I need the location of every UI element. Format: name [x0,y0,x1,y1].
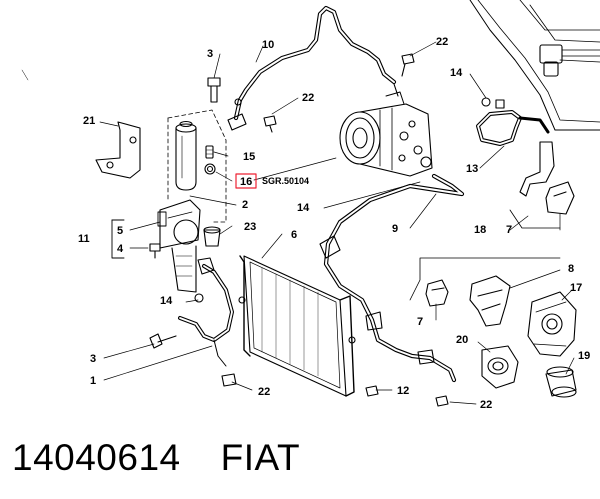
leader-lines [21,41,575,405]
callout-22-bottom-left: 22 [258,386,270,398]
bolt-12 [365,385,379,397]
cap-19 [545,366,577,398]
connector-17 [527,291,577,357]
callout-13: 13 [466,163,478,175]
rubber-sleeve [203,226,221,247]
bolt-bottom-left [149,333,177,349]
part-caption: 14040614 FIAT [12,437,300,479]
callout-7-right: 7 [506,224,512,236]
callout-3-top: 3 [207,48,213,60]
drier-o-ring [204,163,216,175]
callout-22-mid: 22 [302,92,314,104]
callout-4: 4 [117,243,124,255]
compressor [339,83,433,177]
callout-3-bottom: 3 [90,353,96,365]
callout-8: 8 [568,263,574,275]
bolt-top-left [207,77,221,103]
pipe-clamp-8 [469,275,511,327]
callout-20: 20 [456,334,468,346]
callout-9: 9 [392,223,398,235]
bolt-22-a [401,53,415,77]
clamp-bolt [149,243,161,259]
liquid-line-hose [178,257,234,367]
vehicle-body-outline [469,0,600,131]
reference-label: SGR.50104 [262,176,309,186]
callout-15: 15 [243,151,255,163]
part-number: 14040614 [12,437,181,478]
callout-2: 2 [242,199,248,211]
callout-22-top: 22 [436,36,448,48]
callout-10: 10 [262,39,274,51]
receiver-drier [175,120,197,191]
bolt-22-b [263,115,277,133]
highlight-box [235,173,257,189]
callout-labels: 1 2 3 3 4 5 6 7 7 8 9 10 11 12 13 14 14 … [78,36,590,411]
callout-19: 19 [578,350,590,362]
main-refrigerant-pipe [319,173,465,383]
callout-7-lower: 7 [417,316,423,328]
high-pressure-hose [227,5,397,131]
callout-14-right: 14 [450,67,463,79]
ac-system-exploded-diagram: 1 2 3 3 4 5 6 7 7 8 9 10 11 12 13 14 14 … [21,0,600,411]
callout-18: 18 [474,224,486,236]
brand-name: FIAT [220,437,301,478]
bolt-22-c [221,373,237,387]
callout-11: 11 [78,233,90,245]
drier-screw [205,145,214,159]
callout-1: 1 [90,375,96,387]
condenser [238,255,356,397]
callout-5: 5 [117,225,123,237]
callout-12: 12 [397,385,409,397]
callout-14-center: 14 [297,202,310,214]
callout-6: 6 [291,229,297,241]
hose-bracket [519,141,555,197]
connector-20 [481,345,519,389]
callout-14-left: 14 [160,295,173,307]
callout-21: 21 [83,115,95,127]
bolt-22-d [435,395,449,407]
pipe-clamp-7 [425,279,449,307]
callout-22-bottom-right: 22 [480,399,492,411]
callout-23: 23 [244,221,256,233]
callout-16: 16 [240,176,252,188]
mounting-bracket [95,121,141,179]
pipe-clip-right [545,181,575,215]
drier-clamp-assembly [159,199,201,293]
suction-hose-right [476,97,550,146]
callout-17: 17 [570,282,582,294]
